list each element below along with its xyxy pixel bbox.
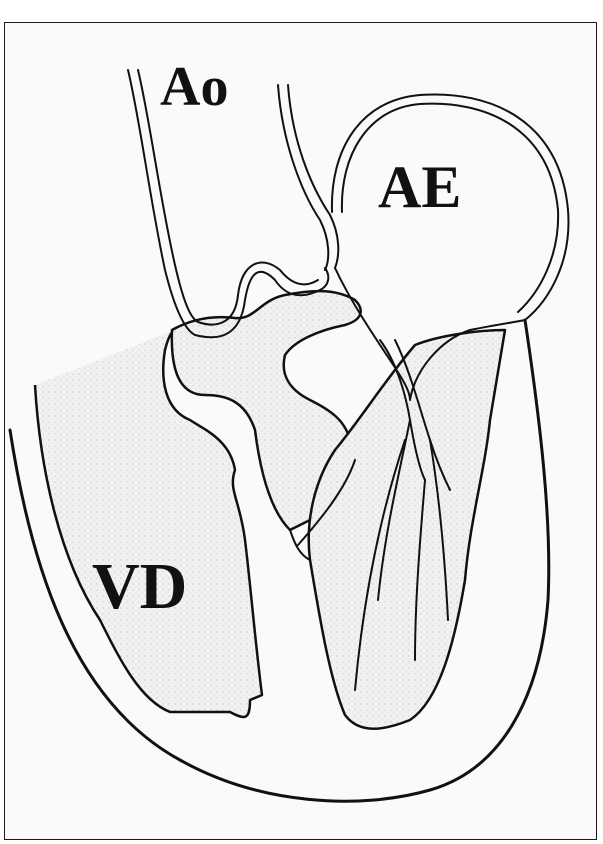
aorta-right-wall-outer — [278, 85, 328, 270]
label-left-atrium: AE — [378, 154, 461, 220]
label-aorta: Ao — [160, 56, 228, 118]
aorta-right-wall-inner — [288, 85, 338, 268]
label-right-ventricle: VD — [92, 550, 187, 623]
